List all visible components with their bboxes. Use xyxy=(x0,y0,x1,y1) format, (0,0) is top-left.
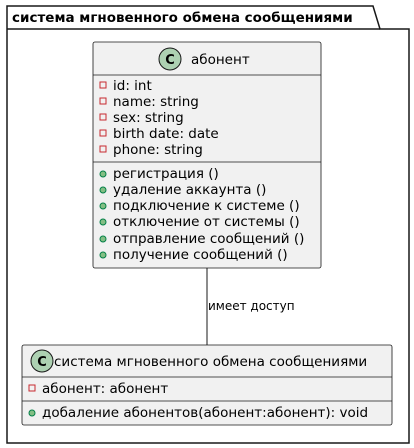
public-marker-icon xyxy=(99,218,107,226)
attribute-list: id: int name: string sex: string birth d… xyxy=(99,78,219,158)
association-label: имеет доступ xyxy=(208,299,295,313)
method-row: удаление аккаунта () xyxy=(99,182,266,198)
svg-text:подключение к системе (): подключение к системе () xyxy=(113,198,300,214)
association-link: имеет доступ xyxy=(206,268,295,345)
class-messaging-system[interactable]: C система мгновенного обмена сообщениями… xyxy=(21,344,393,426)
svg-text:добаление абонентов(абонент:аб: добаление абонентов(абонент:абонент): vo… xyxy=(42,405,368,421)
class-subscriber[interactable]: C абонент id: int name: string sex: stri… xyxy=(92,41,322,269)
attribute-row: sex: string xyxy=(99,110,184,126)
svg-text:удаление аккаунта (): удаление аккаунта () xyxy=(113,182,266,198)
method-row: отключение от системы () xyxy=(99,214,300,230)
method-list: регистрация () удаление аккаунта () подк… xyxy=(99,166,304,263)
attribute-row: name: string xyxy=(99,94,199,110)
attribute-row: абонент: абонент xyxy=(28,381,168,397)
method-row: регистрация () xyxy=(99,166,219,182)
private-marker-icon xyxy=(99,97,107,105)
svg-text:birth date: date: birth date: date xyxy=(113,126,219,142)
private-marker-icon xyxy=(99,145,107,153)
class-icon: C xyxy=(158,47,182,71)
svg-text:sex: string: sex: string xyxy=(113,110,184,126)
private-marker-icon xyxy=(28,384,36,392)
svg-text:id: int: id: int xyxy=(113,78,152,94)
public-marker-icon xyxy=(99,251,107,259)
svg-text:name: string: name: string xyxy=(113,94,199,110)
svg-text:C: C xyxy=(165,53,175,68)
class-name: абонент xyxy=(191,52,250,68)
attribute-row: id: int xyxy=(99,78,152,94)
method-row: добаление абонентов(абонент:абонент): vo… xyxy=(28,405,368,421)
method-row: получение сообщений () xyxy=(99,247,288,263)
package-frame: система мгновенного обмена сообщениями xyxy=(6,5,410,444)
method-row: отправление сообщений () xyxy=(99,231,304,247)
svg-text:C: C xyxy=(37,355,47,370)
public-marker-icon xyxy=(99,202,107,210)
public-marker-icon xyxy=(99,235,107,243)
svg-text:phone: string: phone: string xyxy=(113,142,203,158)
public-marker-icon xyxy=(99,186,107,194)
public-marker-icon xyxy=(99,170,107,178)
svg-text:абонент: абонент: абонент: абонент xyxy=(42,381,168,397)
private-marker-icon xyxy=(99,113,107,121)
private-marker-icon xyxy=(99,129,107,137)
public-marker-icon xyxy=(28,409,36,417)
attribute-row: phone: string xyxy=(99,142,203,158)
svg-text:отправление сообщений (): отправление сообщений () xyxy=(113,231,304,247)
svg-text:отключение от системы (): отключение от системы () xyxy=(113,214,300,230)
class-name: система мгновенного обмена сообщениями xyxy=(54,354,367,370)
attribute-row: birth date: date xyxy=(99,126,219,142)
svg-text:получение сообщений (): получение сообщений () xyxy=(113,247,288,263)
private-marker-icon xyxy=(99,81,107,89)
method-row: подключение к системе () xyxy=(99,198,300,214)
package-title: система мгновенного обмена сообщениями xyxy=(12,10,353,26)
svg-text:регистрация (): регистрация () xyxy=(113,166,219,182)
class-icon: C xyxy=(30,349,54,373)
